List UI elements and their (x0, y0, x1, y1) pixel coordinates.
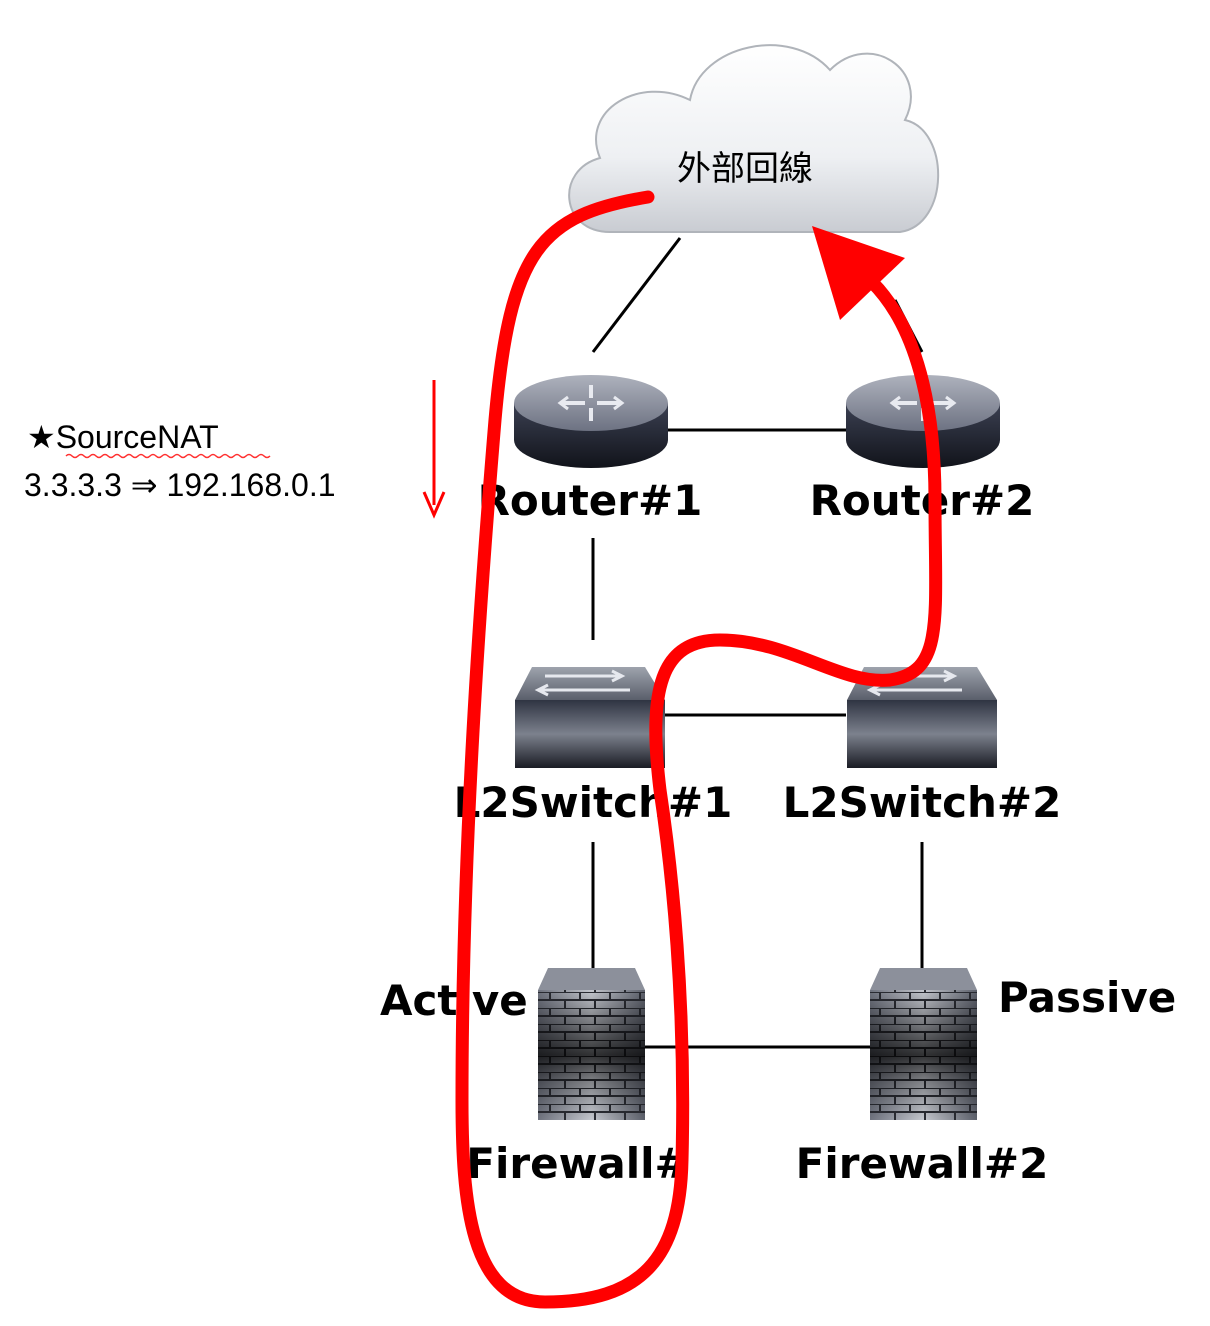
router-icon (514, 375, 668, 468)
switch-icon (847, 667, 997, 768)
switch-1-label: L2Switch#1 (454, 778, 733, 827)
l2switch-2: L2Switch#2 (783, 667, 1062, 827)
firewall-1: Firewall# (466, 968, 690, 1188)
l2switch-1: L2Switch#1 (454, 667, 733, 827)
cloud-label: 外部回線 (677, 149, 813, 189)
spelling-underline (65, 453, 271, 459)
traffic-flow-path (455, 190, 943, 1309)
nat-direction-arrow (422, 380, 446, 519)
firewall-2: Firewall#2 (796, 968, 1049, 1188)
passive-role-label: Passive (998, 973, 1176, 1022)
router-2-label: Router#2 (810, 476, 1035, 525)
firewall-2-label: Firewall#2 (796, 1139, 1049, 1188)
source-nat-translation: 3.3.3.3 ⇒ 192.168.0.1 (24, 467, 336, 503)
link-cloud-router1 (591, 237, 682, 353)
switch-2-label: L2Switch#2 (783, 778, 1062, 827)
router-1: Router#1 (478, 375, 703, 525)
source-nat-note: ★SourceNAT 3.3.3.3 ⇒ 192.168.0.1 (24, 380, 446, 519)
source-nat-title: ★SourceNAT (27, 419, 219, 455)
arrowhead-icon (812, 226, 905, 320)
firewall-icon (870, 968, 977, 1120)
firewall-icon (538, 968, 645, 1120)
switch-icon (515, 667, 665, 768)
cloud-icon (568, 44, 940, 233)
traffic-path-line (455, 190, 943, 1309)
router-1-label: Router#1 (478, 476, 703, 525)
firewall-1-label: Firewall# (466, 1139, 689, 1188)
active-role-label: Active (380, 976, 528, 1025)
router-2: Router#2 (810, 375, 1035, 525)
external-line-cloud: 外部回線 (568, 44, 940, 233)
